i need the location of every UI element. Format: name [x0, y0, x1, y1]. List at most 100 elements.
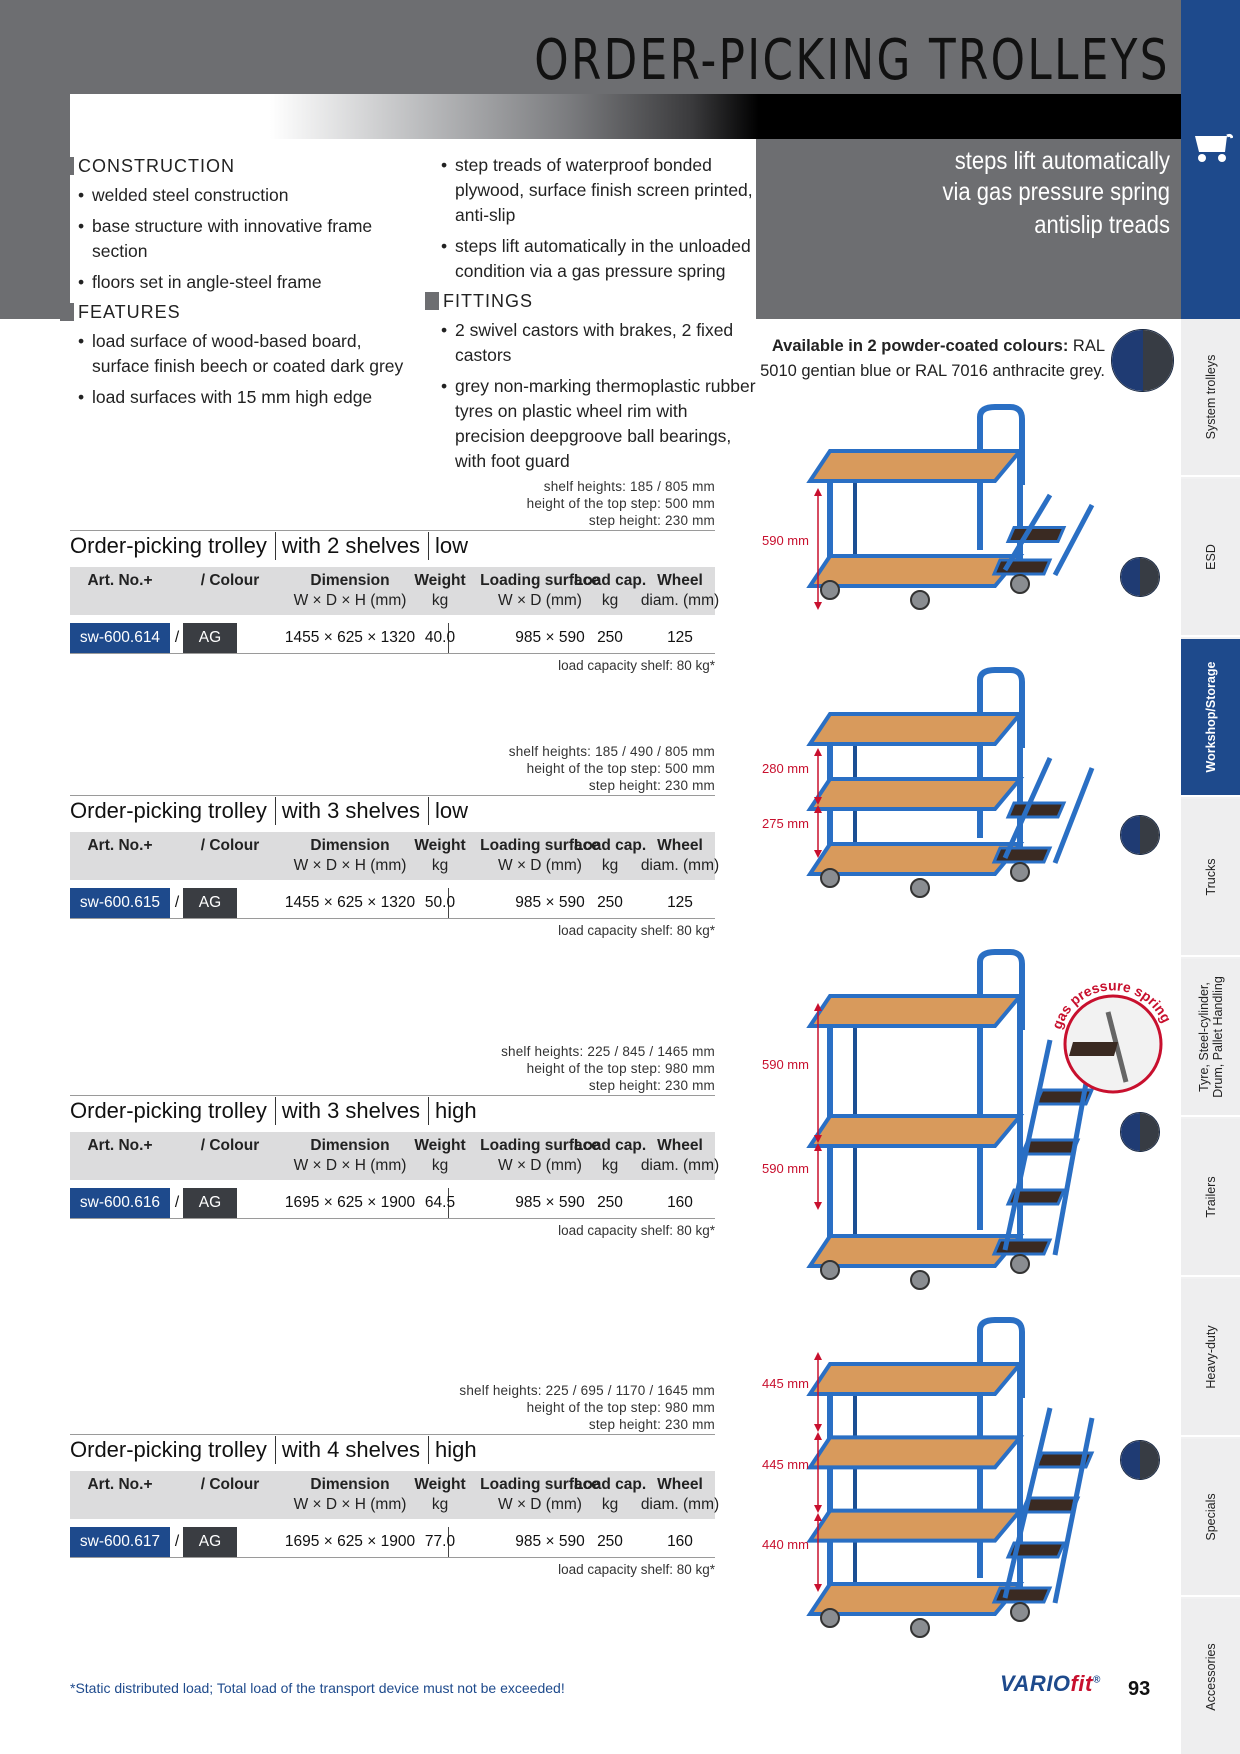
wheel — [1010, 574, 1030, 594]
list-item: load surface of wood-based board, surfac… — [74, 329, 414, 379]
cell-dimension: 1695 × 625 × 1900 — [284, 1194, 416, 1211]
column-header-art: Art. No.+ — [87, 1137, 153, 1154]
column-header-colour: / Colour — [200, 1137, 260, 1154]
title-rule — [70, 1095, 715, 1096]
step-tread — [991, 1238, 1053, 1256]
shelf-info: shelf heights: 185 / 805 mm height of the… — [527, 478, 715, 529]
cell-dimension: 1695 × 625 × 1900 — [284, 1533, 416, 1550]
page-title: ORDER-PICKING TROLLEYS — [534, 28, 1170, 93]
page-number: 93 — [1128, 1678, 1151, 1700]
shelf — [806, 994, 1025, 1028]
category-tabbar: System trolleys ESD Workshop/Storage Tru… — [1181, 0, 1240, 1754]
shelf — [806, 1114, 1025, 1148]
step-rail — [1052, 503, 1095, 577]
dimension-label: 445 mm — [762, 1376, 809, 1391]
shelf — [806, 712, 1025, 746]
shelf-info-line: shelf heights: 185 / 490 / 805 mm — [508, 744, 715, 759]
wheel — [820, 868, 840, 888]
product-block: shelf heights: 185 / 805 mm height of the… — [70, 470, 719, 680]
colour-swatch-icon — [1111, 329, 1174, 392]
arrow-head — [814, 1424, 822, 1432]
shelf-info: shelf heights: 225 / 695 / 1170 / 1645 m… — [459, 1382, 715, 1433]
wheel — [910, 1618, 930, 1638]
tab-esd[interactable]: ESD — [1181, 479, 1240, 637]
shelf-info-line: shelf heights: 185 / 805 mm — [543, 479, 715, 494]
column-header-colour: / Colour — [200, 572, 260, 589]
tab-accessories[interactable]: Accessories — [1181, 1599, 1240, 1754]
load-capacity-note: load capacity shelf: 80 kg* — [558, 923, 715, 938]
row-rule — [70, 653, 715, 654]
arrow-head — [814, 748, 822, 756]
title-rule — [70, 530, 715, 531]
shelf-info-line: height of the top step: 980 mm — [526, 1400, 715, 1415]
product-height: low — [435, 798, 469, 823]
column-header-art: Art. No.+ — [87, 572, 153, 589]
product-height: high — [435, 1437, 477, 1462]
arrow-head — [814, 1003, 822, 1011]
heading-marker-icon — [425, 292, 439, 310]
title-rule — [70, 795, 715, 796]
construction-heading: CONSTRUCTION — [60, 155, 414, 177]
product-height: low — [435, 533, 469, 558]
dimension-label: 445 mm — [762, 1456, 809, 1472]
tab-tyre-drum-pallet[interactable]: Tyre, Steel-cylinder,Drum, Pallet Handli… — [1181, 959, 1240, 1117]
shelf — [806, 777, 1025, 811]
step-tread — [991, 1586, 1053, 1604]
product-height: high — [435, 1098, 477, 1123]
colours-note: Available in 2 powder-coated colours: RA… — [760, 334, 1105, 384]
wheel — [910, 1270, 930, 1290]
step-rail — [1002, 756, 1053, 860]
product-name: Order-picking trolley — [70, 1098, 267, 1123]
list-item: steps lift automatically in the unloaded… — [437, 234, 757, 284]
wheel — [820, 1260, 840, 1280]
highlight-line: steps lift automatically — [954, 147, 1170, 175]
spec-column-right: step treads of waterproof bonded plywood… — [425, 153, 757, 480]
tab-heavy-duty[interactable]: Heavy-duty — [1181, 1279, 1240, 1437]
highlight-line: antislip treads — [1034, 211, 1170, 239]
cell-loadcap: 250 — [597, 629, 623, 646]
arrow-head — [814, 850, 822, 858]
product-block: shelf heights: 225 / 695 / 1170 / 1645 m… — [70, 1374, 719, 1584]
construction-list: welded steel construction base structure… — [74, 183, 414, 295]
wheel — [1010, 1602, 1030, 1622]
article-number[interactable]: sw-600.614 — [70, 623, 170, 653]
cell-loading: 985 × 590 — [515, 894, 585, 911]
shelf-info-line: height of the top step: 500 mm — [526, 496, 715, 511]
fittings-heading: FITTINGS — [425, 290, 757, 312]
tab-system-trolleys[interactable]: System trolleys — [1181, 319, 1240, 477]
shelf-info-line: step height: 230 mm — [588, 513, 715, 528]
highlight-line: via gas pressure spring — [942, 178, 1170, 206]
article-number[interactable]: sw-600.616 — [70, 1188, 170, 1218]
dimension-label: 590 mm — [762, 1057, 809, 1072]
features-heading: FEATURES — [60, 301, 414, 323]
tab-trailers[interactable]: Trailers — [1181, 1119, 1240, 1277]
product-name: Order-picking trolley — [70, 1437, 267, 1462]
shelf-info-line: height of the top step: 980 mm — [526, 1061, 715, 1076]
colours-note-bold: Available in 2 powder-coated colours: — [771, 337, 1069, 355]
heading-marker-icon — [60, 303, 74, 321]
arrow-head — [814, 488, 822, 496]
wheel — [910, 878, 930, 898]
tab-trucks[interactable]: Trucks — [1181, 799, 1240, 957]
step-tread — [1005, 526, 1067, 543]
step-tread — [991, 558, 1053, 576]
spring-rod — [1105, 1011, 1129, 1083]
tab-specials[interactable]: Specials — [1181, 1439, 1240, 1597]
tab-workshop-storage[interactable]: Workshop/Storage — [1181, 639, 1240, 797]
article-number[interactable]: sw-600.617 — [70, 1527, 170, 1557]
cell-dimension: 1455 × 625 × 1320 — [284, 894, 416, 911]
cell-wheel: 125 — [667, 629, 693, 646]
shelf — [806, 1362, 1025, 1396]
wheel — [820, 580, 840, 600]
article-number[interactable]: sw-600.615 — [70, 888, 170, 918]
